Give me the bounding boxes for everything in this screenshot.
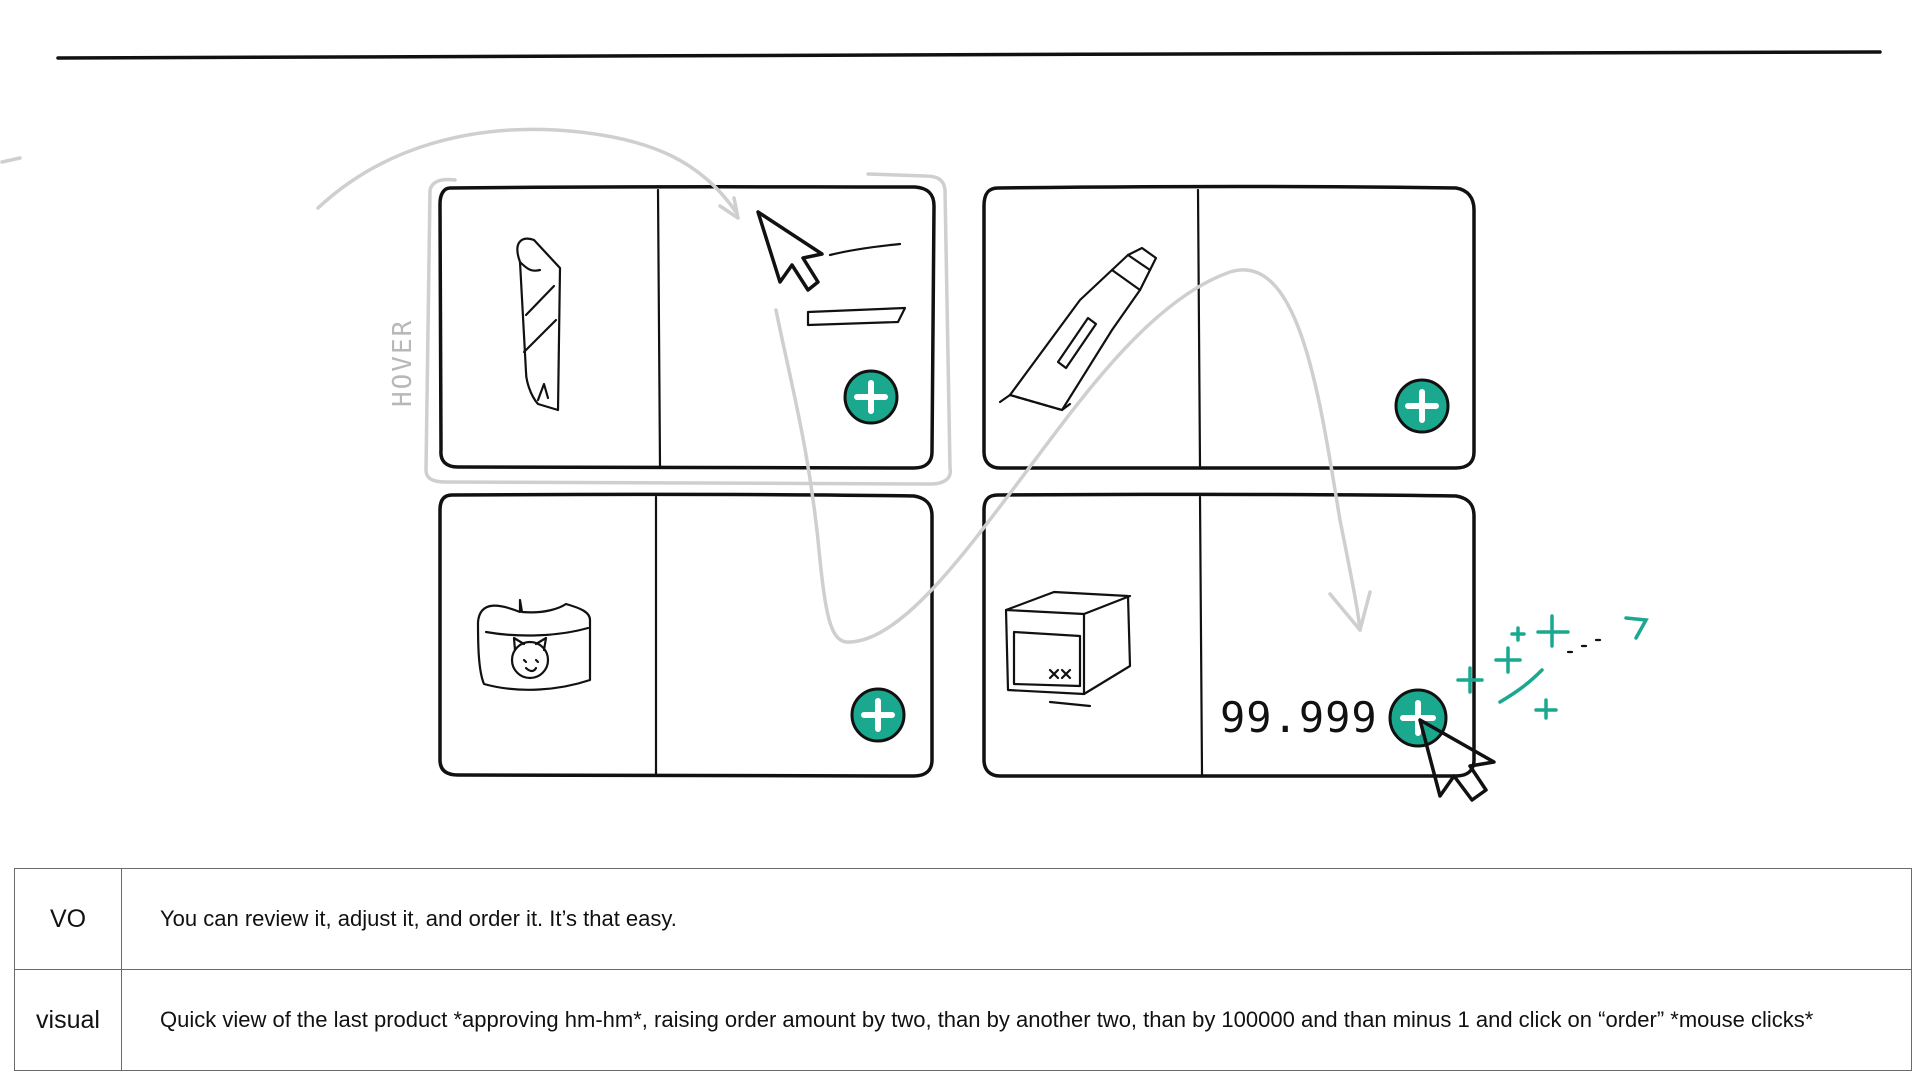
row-text: Quick view of the last product *approvin… — [121, 969, 1912, 1071]
toothpaste-tube-icon — [998, 246, 1158, 412]
row-text: You can review it, adjust it, and order … — [121, 868, 1912, 970]
hover-bracket — [424, 172, 953, 486]
table-row: visual Quick view of the last product *a… — [14, 969, 1912, 1071]
order-amount: 99.999 — [1220, 693, 1378, 742]
add-to-cart-button[interactable] — [1394, 378, 1450, 434]
product-card-4[interactable]: 99.999 — [982, 492, 1496, 802]
top-divider — [56, 50, 1882, 60]
folded-cloth-icon — [516, 237, 562, 412]
product-card-1[interactable] — [438, 185, 936, 470]
table-row: VO You can review it, adjust it, and ord… — [14, 868, 1912, 970]
add-to-cart-button[interactable] — [843, 369, 899, 425]
cursor-arrow-icon — [756, 210, 824, 292]
annotation-stroke — [0, 156, 22, 164]
product-price-placeholder — [806, 306, 907, 327]
hover-label: HOVER — [388, 319, 418, 407]
product-card-3[interactable] — [438, 492, 934, 778]
product-title-placeholder — [828, 242, 902, 257]
storyboard-sketch: HOVER — [0, 50, 1882, 802]
cursor-arrow-icon — [1418, 718, 1496, 802]
add-to-cart-button[interactable] — [1388, 688, 1448, 748]
box-icon — [1004, 590, 1132, 708]
flow-arrow — [316, 127, 1372, 644]
add-to-cart-button[interactable] — [850, 687, 906, 743]
product-card-2[interactable] — [982, 184, 1476, 470]
script-table: VO You can review it, adjust it, and ord… — [14, 868, 1912, 1071]
cat-collar-icon — [476, 598, 592, 691]
row-label: visual — [14, 969, 122, 1071]
click-burst-marks — [1456, 614, 1649, 720]
row-label: VO — [14, 868, 122, 970]
